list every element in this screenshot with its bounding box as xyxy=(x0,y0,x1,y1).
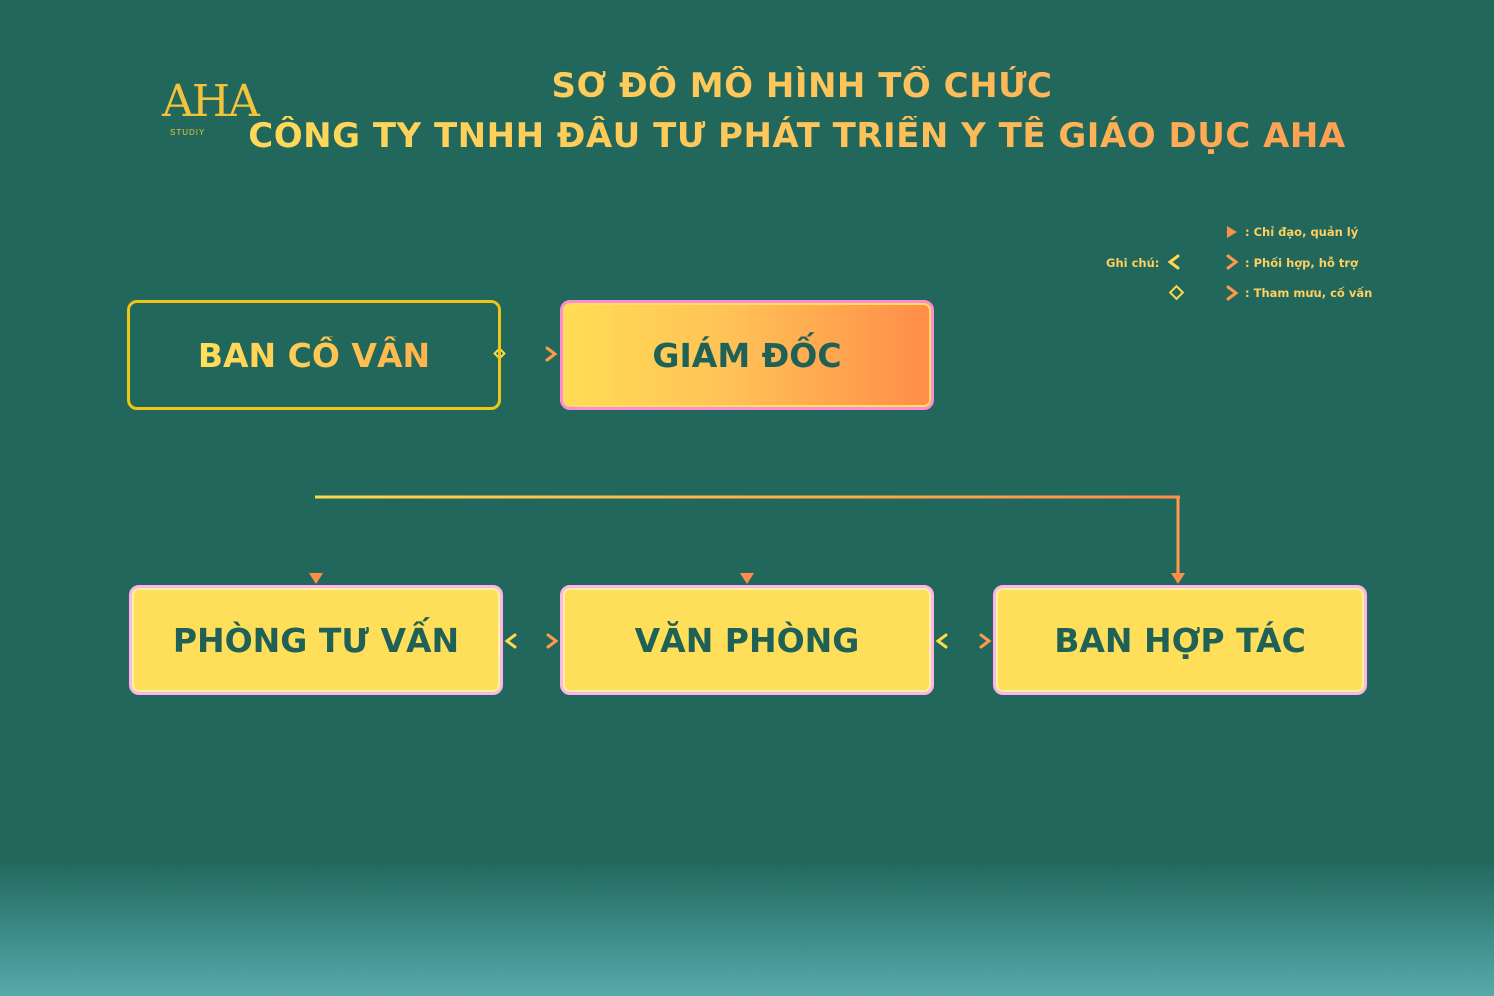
edge-office-coop xyxy=(935,633,992,649)
edge-director-branches xyxy=(309,410,1185,584)
legend-label-coordinate: : Phối hợp, hỗ trợ xyxy=(1245,256,1358,270)
legend-label-advise: : Tham mưu, cố vấn xyxy=(1245,286,1373,300)
node-office-label: VĂN PHÒNG xyxy=(634,620,860,660)
legend-label-direct: : Chỉ đạo, quản lý xyxy=(1245,225,1359,239)
page-title: SƠ ĐỒ MÔ HÌNH TỔ CHỨC xyxy=(55,66,1494,106)
legend-arrow-advise xyxy=(1168,284,1239,301)
legend-arrow-direct xyxy=(1170,226,1237,238)
node-consulting-department: PHÒNG TƯ VẤN xyxy=(129,585,503,695)
logo-text: AHA xyxy=(162,76,260,127)
legend-arrow-coordinate xyxy=(1167,254,1239,270)
node-director: GIÁM ĐỐC xyxy=(560,300,934,410)
node-cooperation-board: BAN HỢP TÁC xyxy=(993,585,1367,695)
node-cooperation-board-label: BAN HỢP TÁC xyxy=(1054,620,1306,660)
edge-consult-office xyxy=(504,633,559,649)
aha-logo: AHA STUDIY xyxy=(148,78,260,148)
edge-advisor-director xyxy=(493,346,558,362)
node-advisory-board-label: BAN CỐ VẤN xyxy=(197,335,431,375)
node-consulting-department-label: PHÒNG TƯ VẤN xyxy=(172,620,460,660)
legend-heading: Ghi chú: xyxy=(1106,256,1160,270)
node-office: VĂN PHÒNG xyxy=(560,585,934,695)
logo-subtext: STUDIY xyxy=(170,128,206,137)
page-subtitle: CÔNG TY TNHH ĐẦU TƯ PHÁT TRIỂN Y TẾ GIÁO… xyxy=(50,116,1494,156)
node-director-label: GIÁM ĐỐC xyxy=(652,335,842,375)
node-advisory-board: BAN CỐ VẤN xyxy=(127,300,501,410)
